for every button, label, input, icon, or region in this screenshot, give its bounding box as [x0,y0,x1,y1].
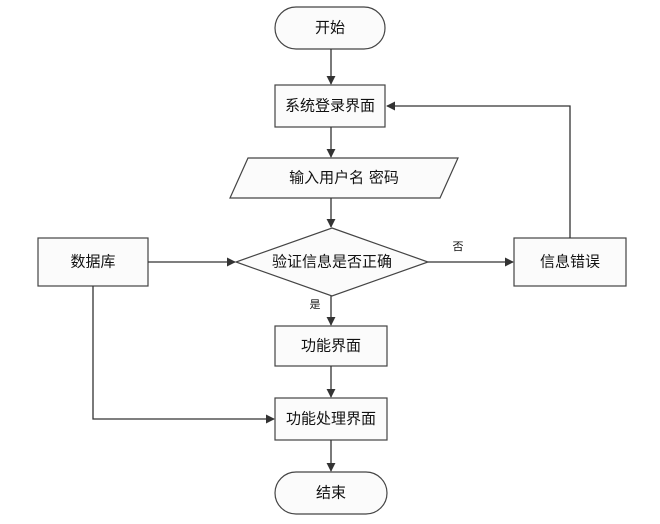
login-box [274,84,386,128]
verify-decision [234,227,430,297]
verify-label: 验证信息是否正确 [272,253,392,271]
process-label: 功能处理界面 [286,410,376,428]
edge-label-yes: 是 [310,298,321,311]
function-box [274,325,388,367]
start-label: 开始 [315,19,345,37]
end-terminal [274,471,388,515]
input-label: 输入用户名 密码 [289,169,399,187]
end-label: 结束 [316,484,346,502]
error-box [513,237,627,287]
database-label: 数据库 [70,253,115,271]
error-label: 信息错误 [540,253,600,271]
login-label: 系统登录界面 [285,97,375,115]
function-label: 功能界面 [301,337,361,355]
edge-label-no: 否 [453,240,464,253]
process-box [274,397,388,441]
edge-error-to-login [386,101,571,238]
input-parallelogram [229,157,459,199]
database-box [37,237,149,287]
start-terminal [274,6,386,50]
edge-database-to-process [92,286,275,424]
